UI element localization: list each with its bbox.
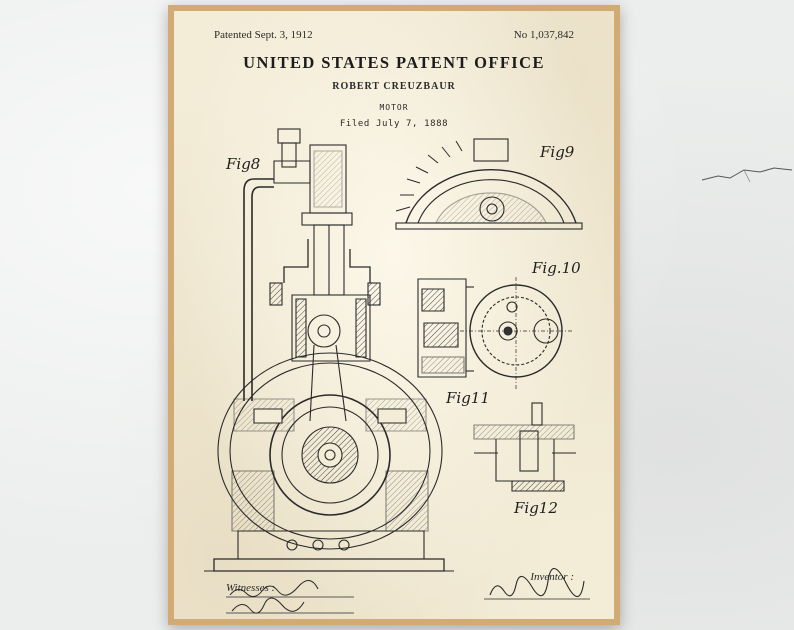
fig8-engine-drawing [204,128,454,572]
inventor-label: Inventor : [530,571,574,583]
patent-date: Patented Sept. 3, 1912 [214,29,313,41]
fig10-label: Fig.10 [531,259,581,277]
fig10-drawing [460,277,572,389]
wall-crack [701,167,793,183]
fig9-drawing [395,138,583,230]
fig12-label: Fig12 [513,499,558,517]
fig9-label: Fig9 [539,143,575,161]
patent-office-title: UNITED STATES PATENT OFFICE [243,53,545,72]
fig11-drawing [417,278,474,378]
picture-frame: Patented Sept. 3, 1912 No 1,037,842 UNIT… [168,5,620,625]
fig11-label: Fig11 [445,389,490,407]
fig12-drawing [473,402,576,492]
patent-print: Patented Sept. 3, 1912 No 1,037,842 UNIT… [174,11,614,619]
fig8-label: Fig8 [225,155,260,173]
witnesses-label: Witnesses : [226,582,276,594]
patent-drawing: Fig8 Fig9 Fig.10 Fig11 Fig12 [204,128,590,614]
patent-number: No 1,037,842 [513,29,574,41]
filed-date: Filed July 7, 1888 [339,119,449,129]
invention-title: MOTOR [379,103,409,112]
inventor-name: ROBERT CREUZBAUR [332,81,456,92]
